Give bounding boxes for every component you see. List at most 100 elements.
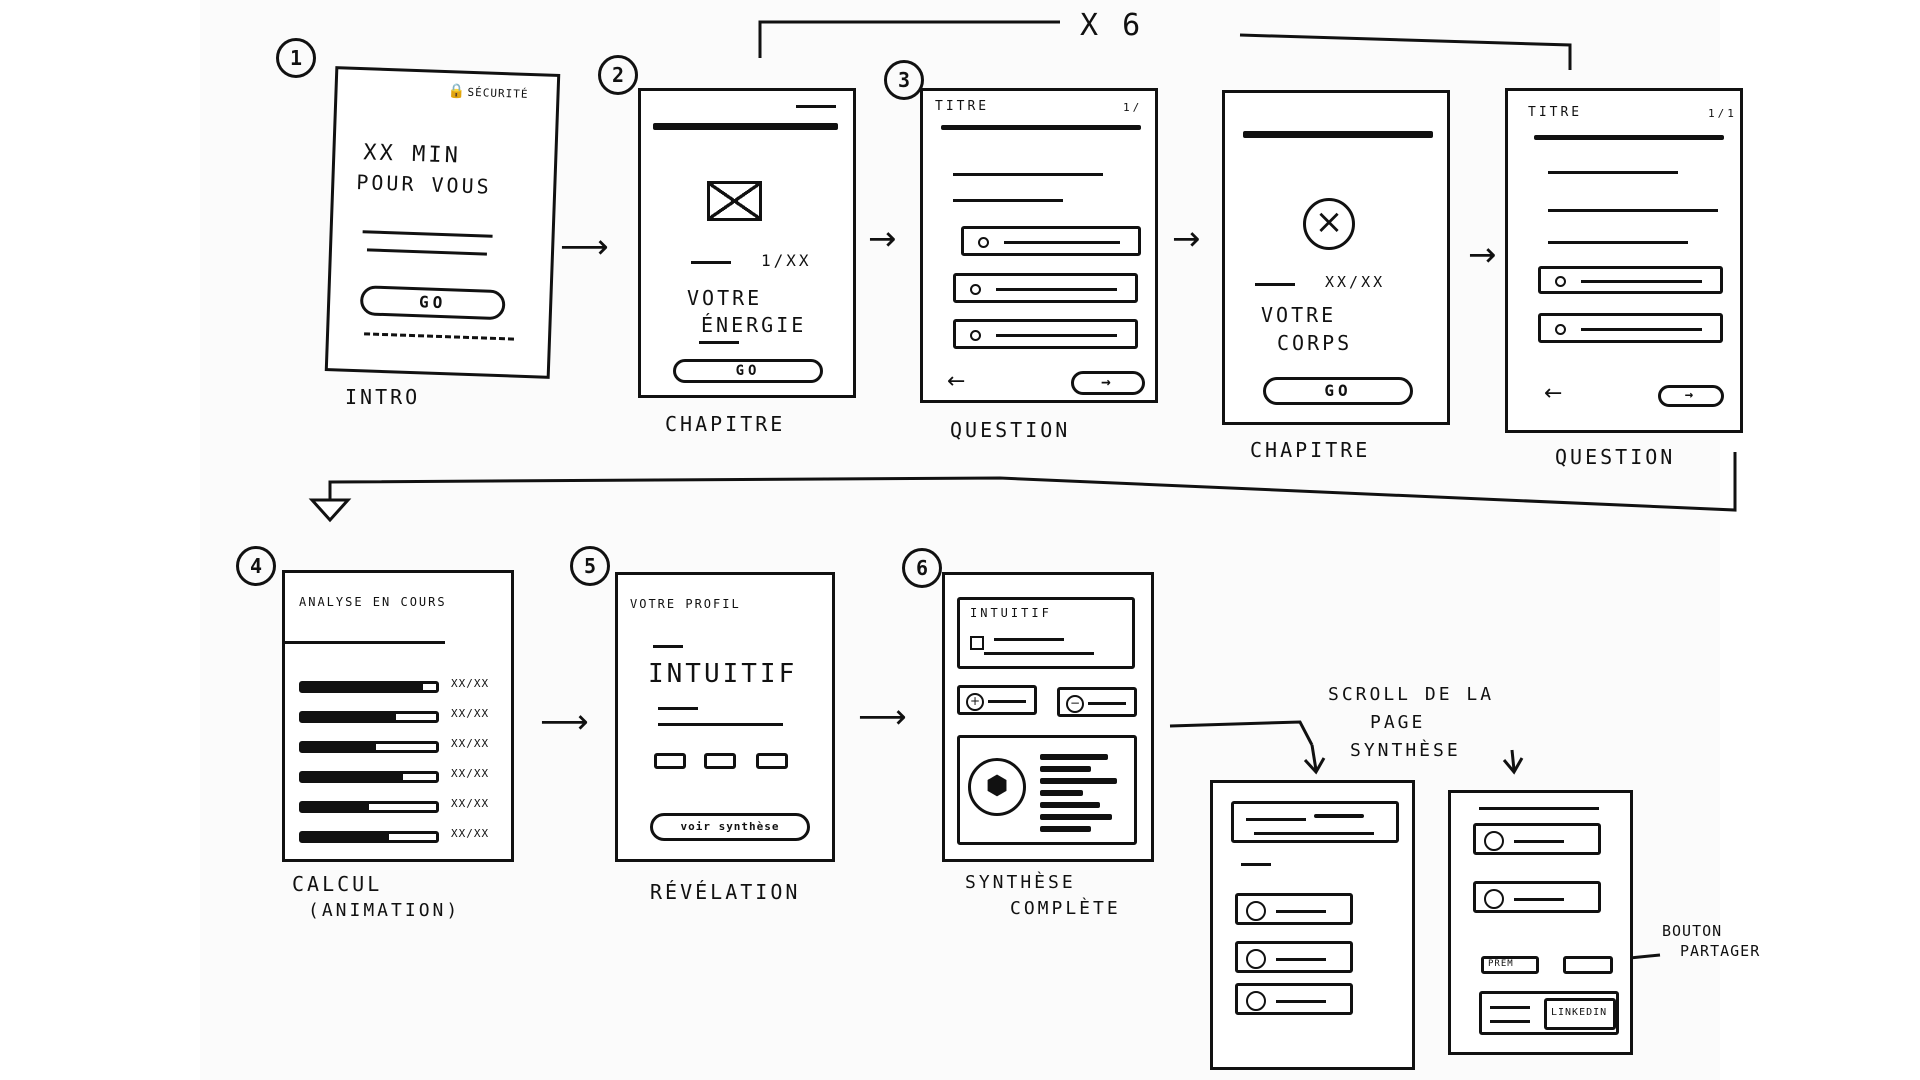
question-2-option-1[interactable] [1538, 266, 1723, 294]
synthese-caption-1: synthèse [965, 872, 1076, 893]
chapter-1-title-2: énergie [701, 313, 807, 337]
intro-go-button[interactable]: GO [359, 285, 506, 321]
list-card-line [1276, 958, 1326, 961]
question-1-screen: titre 1/ ← → [920, 88, 1158, 403]
revelation-screen: votre profil intuitif voir synthèse [615, 572, 835, 862]
share-button-b[interactable]: lien [1563, 956, 1613, 974]
chapter-2-caption: chapitre [1250, 438, 1371, 462]
radio-icon [1555, 276, 1566, 287]
arrow-3-4: → [1172, 219, 1201, 259]
calcul-header: analyse en cours [299, 595, 447, 609]
chapter-1-screen: 1/xx votre énergie GO [638, 88, 856, 398]
question-2-title: titre [1528, 105, 1583, 120]
scroll-2-footer-line-1 [1490, 1006, 1530, 1009]
intro-headline-1: xx min [362, 140, 462, 169]
calcul-caption-2: (animation) [308, 900, 461, 921]
chapter-1-top-line [796, 105, 836, 108]
question-1-progress-bar [941, 125, 1141, 130]
next-button[interactable]: → [1658, 385, 1724, 407]
synthese-score-bar [1040, 826, 1091, 832]
clock-icon [1246, 991, 1266, 1011]
step-number-6: 6 [902, 548, 942, 588]
scroll-list-card[interactable] [1473, 823, 1601, 855]
back-arrow-icon[interactable]: ← [1544, 381, 1563, 406]
step-number-4: 4 [236, 546, 276, 586]
question-1-option-3[interactable] [953, 319, 1138, 349]
next-button[interactable]: → [1071, 371, 1145, 395]
question-2-text-line-2 [1548, 209, 1718, 212]
linkedin-button-label: linkedin [1551, 1007, 1608, 1018]
scroll-list-card[interactable] [1235, 941, 1353, 973]
intro-headline-2: pour vous [355, 169, 493, 199]
calcul-bar-track [299, 801, 439, 813]
revelation-caption: révélation [650, 880, 801, 904]
synthese-card-title: intuitif [970, 606, 1052, 620]
synthese-mini-card-1[interactable]: + [957, 685, 1037, 715]
arrow-2-3: → [868, 219, 897, 259]
intro-caption: intro [345, 385, 421, 409]
calcul-score: xx/xx [451, 767, 490, 780]
question-1-option-1[interactable] [961, 226, 1141, 256]
share-label-2: partager [1680, 942, 1761, 960]
share-button-a-label: prem [1488, 959, 1514, 969]
scroll-list-card[interactable] [1473, 881, 1601, 913]
linkedin-button[interactable]: linkedin [1544, 998, 1616, 1030]
radio-icon [1555, 324, 1566, 335]
chapter-2-counter: xx/xx [1325, 273, 1386, 291]
question-2-option-2[interactable] [1538, 313, 1723, 343]
calcul-bar-fill [302, 834, 390, 840]
image-placeholder-circle-icon: × [1303, 198, 1355, 250]
arrow-4-5: → [1468, 235, 1497, 275]
option-text-line [1581, 328, 1702, 331]
question-1-option-2[interactable] [953, 273, 1138, 303]
chapter-1-go-button[interactable]: GO [673, 359, 823, 383]
calcul-caption-1: calcul [292, 872, 383, 896]
calcul-score: xx/xx [451, 737, 490, 750]
arrow-revelation-synthese: ⟶ [858, 697, 907, 737]
intro-screen: 🔒 sécurité xx min pour vous GO [324, 66, 561, 379]
scroll-list-card[interactable] [1235, 983, 1353, 1015]
synthese-screen: intuitif + − ⬢ [942, 572, 1154, 862]
return-arrow-head [308, 498, 352, 523]
revelation-profile: intuitif [648, 659, 798, 689]
revelation-chip-1 [654, 753, 686, 769]
option-text-line [1581, 280, 1702, 283]
see-synthesis-button[interactable]: voir synthèse [650, 813, 810, 841]
question-2-counter: 1/1 [1708, 107, 1737, 120]
clock-icon [1484, 889, 1504, 909]
scroll-connector [1169, 720, 1314, 746]
intro-text-line-2 [366, 248, 487, 256]
synthese-score-bar [1040, 754, 1108, 760]
step-number-5: 5 [570, 546, 610, 586]
synthese-mini-card-2[interactable]: − [1057, 687, 1137, 717]
synthese-score-bar [1040, 790, 1083, 796]
synthese-score-bar [1040, 802, 1100, 808]
scroll-screen-1 [1210, 780, 1415, 1070]
question-1-caption: question [950, 418, 1071, 442]
clock-icon [1246, 901, 1266, 921]
question-1-counter: 1/ [1123, 101, 1143, 114]
option-text-line [996, 288, 1117, 291]
calcul-bar-fill [302, 714, 396, 720]
question-2-caption: question [1555, 445, 1676, 469]
revelation-chip-2 [704, 753, 736, 769]
scroll-label-2: page [1370, 712, 1426, 733]
chapter-2-go-button[interactable]: GO [1263, 377, 1413, 405]
synthese-score-bar [1040, 766, 1091, 772]
radio-icon [978, 237, 989, 248]
scroll-1-header-line-1 [1246, 818, 1306, 821]
chapter-1-title-1: votre [687, 286, 763, 310]
share-button-a[interactable]: prem [1481, 956, 1539, 974]
return-line [328, 452, 1737, 512]
scroll-arrow-2-head [1502, 757, 1524, 775]
back-arrow-icon[interactable]: ← [947, 369, 966, 394]
calcul-bar-track [299, 741, 439, 753]
chapter-1-counter: 1/xx [761, 251, 812, 270]
clock-icon [1484, 831, 1504, 851]
image-placeholder-icon [707, 181, 762, 221]
scroll-1-header-card [1231, 801, 1399, 843]
scroll-list-card[interactable] [1235, 893, 1353, 925]
synthese-card-line-2 [984, 652, 1094, 655]
chapter-2-screen: × xx/xx votre corps GO [1222, 90, 1450, 425]
step-number-1: 1 [276, 38, 316, 78]
